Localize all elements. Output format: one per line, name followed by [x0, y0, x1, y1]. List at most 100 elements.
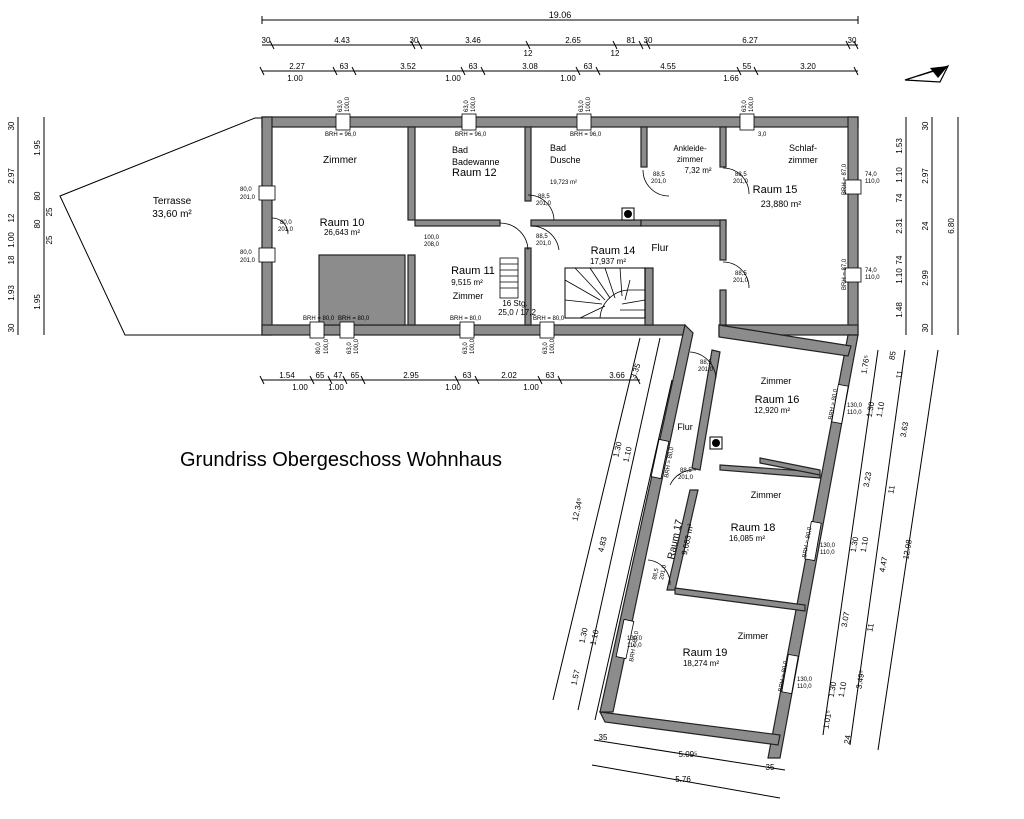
win-h-w4: 110,0: [627, 643, 642, 649]
dim-r2-2: 3.52: [400, 62, 416, 71]
terrace: Terrasse 33,60 m²: [59, 117, 263, 336]
windows-wing: 130,0 110,0 130,0 110,0 130,0 110,0 130,…: [615, 383, 863, 695]
dim-wr-0: 1.76⁵: [859, 354, 871, 374]
door-h-w1: 201,0: [698, 367, 714, 373]
dim-l-2: 12: [7, 213, 16, 222]
brh-1: BRH = 96,0: [325, 132, 357, 138]
win-h-2: 201,0: [240, 258, 256, 264]
win-h-w1: 110,0: [847, 410, 862, 416]
dim-r1-8: 30: [644, 36, 653, 45]
brh-w1: BRH = 80,0: [828, 388, 839, 420]
raum13-label1: Bad: [550, 143, 566, 153]
win-lb-4: 100,0: [354, 338, 360, 354]
raum13-label2: Dusche: [550, 155, 581, 165]
raum19-name: Raum 19: [683, 647, 728, 659]
dim-b-1: 65: [316, 371, 325, 380]
dim-r2-sub-0: 1.00: [287, 74, 303, 83]
dim-wr-13: 11: [865, 622, 875, 632]
brh-3: BRH = 96,0: [570, 132, 602, 138]
dim-wr-2: 11: [894, 369, 904, 379]
brh-w2: BRH = 80,0: [802, 526, 813, 558]
dim-b-0: 1.54: [279, 371, 295, 380]
dim-wr-7: 11: [886, 484, 896, 494]
win-label-6: 100,0: [586, 96, 592, 112]
win-h-r1: 110,0: [865, 179, 880, 185]
win-label-1: 63,0: [338, 100, 344, 112]
win-w-w3: 130,0: [797, 677, 813, 683]
win-lb-6: 100,0: [470, 338, 476, 354]
dim-r2-sub-3: 1.66: [723, 74, 739, 83]
dim-rm-2: 24: [921, 221, 930, 230]
dim-r1-4: 12: [524, 49, 533, 58]
dim-r2-6: 4.55: [660, 62, 676, 71]
dim-wl-3: 4.83: [596, 535, 608, 553]
dim-wr-9: 12.98: [901, 538, 913, 560]
door-w-2: 88,5: [538, 194, 550, 200]
dim-wl-4: 1.30: [577, 626, 589, 644]
brh-b3: BRH = 80,0: [450, 316, 482, 322]
dim-wr-1: 85: [887, 350, 898, 361]
dim-l-0: 30: [7, 121, 16, 130]
brh-b4: BRH = 80,0: [533, 316, 565, 322]
stairs-line2: 25,0 / 17,2: [498, 308, 536, 317]
dim-r1-1: 4.43: [334, 36, 350, 45]
staircase: [499, 257, 646, 319]
dim-b-3: 65: [351, 371, 360, 380]
dim-r1-9: 6.27: [742, 36, 758, 45]
raum18-label: Zimmer: [751, 490, 782, 500]
dim-l-1: 2.97: [7, 168, 16, 184]
raum17-label: Flur: [677, 422, 693, 432]
dim-r1-0: 30: [262, 36, 271, 45]
win-lb-7: 63,0: [543, 342, 549, 354]
dim-rm-3: 2.99: [921, 270, 930, 286]
raum12-label2: Badewanne: [452, 157, 500, 167]
dim-r1-7: 81: [627, 36, 636, 45]
doors-main: 100,0 208,0 88,5 201,0 88,5 201,0 88,5 2…: [271, 167, 750, 289]
raum16-label: Zimmer: [761, 376, 792, 386]
win-lb-5: 63,0: [463, 342, 469, 354]
raum13-area: 19,723 m²: [550, 180, 577, 186]
brh-w4: BRH = 80,0: [664, 446, 675, 478]
brh-b2: BRH = 80,0: [338, 316, 370, 322]
win-label-2: 100,0: [345, 96, 351, 112]
dim-r1-10: 30: [848, 36, 857, 45]
dim-wr-6: 3.23: [862, 471, 874, 488]
win-h-w3: 110,0: [797, 684, 812, 690]
dim-ri-3: 2.31: [895, 218, 904, 234]
brh-r2: BRH = 87,0: [842, 258, 848, 290]
ankleide-label2: zimmer: [677, 155, 704, 164]
plan-title: Grundriss Obergeschoss Wohnhaus: [180, 449, 502, 471]
stairs-line1: 16 Stg.: [502, 299, 527, 308]
raum10-name: Raum 10: [320, 217, 365, 229]
dim-li-5: 1.95: [33, 294, 42, 310]
dim-r2-4: 3.08: [522, 62, 538, 71]
dim-wb-3: 5.76: [675, 775, 691, 784]
dim-r2-7: 55: [743, 62, 752, 71]
main-walls: [261, 116, 859, 336]
door-h-0: 201,0: [278, 227, 294, 233]
dim-r2-sub-1: 1.00: [445, 74, 461, 83]
dim-wl-5: 1.10: [588, 628, 600, 646]
dim-bs-3: 1.00: [523, 383, 539, 392]
door-w-1: 100,0: [424, 235, 440, 241]
raum19-label: Zimmer: [738, 631, 769, 641]
dim-li-2: 25: [45, 207, 54, 216]
door-w-6: 88,5: [735, 271, 747, 277]
raum14-area: 17,937 m²: [590, 257, 626, 266]
dim-wb-1: 5.09⁵: [679, 750, 698, 759]
dim-ri-1: 1.10: [895, 167, 904, 183]
dim-ri-5: 1.10: [895, 268, 904, 284]
door-h-4: 201,0: [651, 179, 667, 185]
door-w-0: 80,0: [280, 220, 292, 226]
raum12-name: Raum 12: [452, 167, 497, 179]
door-h-2: 201,0: [536, 201, 552, 207]
win-w-1: 80,0: [240, 187, 252, 193]
dim-r1-6: 12: [611, 49, 620, 58]
brh-b1: BRH = 80,0: [303, 316, 335, 322]
raum11-area: 9,515 m²: [451, 278, 483, 287]
raum12-label1: Bad: [452, 145, 468, 155]
dim-bs-0: 1.00: [292, 383, 308, 392]
win-lb-1: 80,0: [316, 342, 322, 354]
ankleide-area: 7,32 m²: [684, 166, 711, 175]
shaft-icon-2: [709, 436, 723, 450]
